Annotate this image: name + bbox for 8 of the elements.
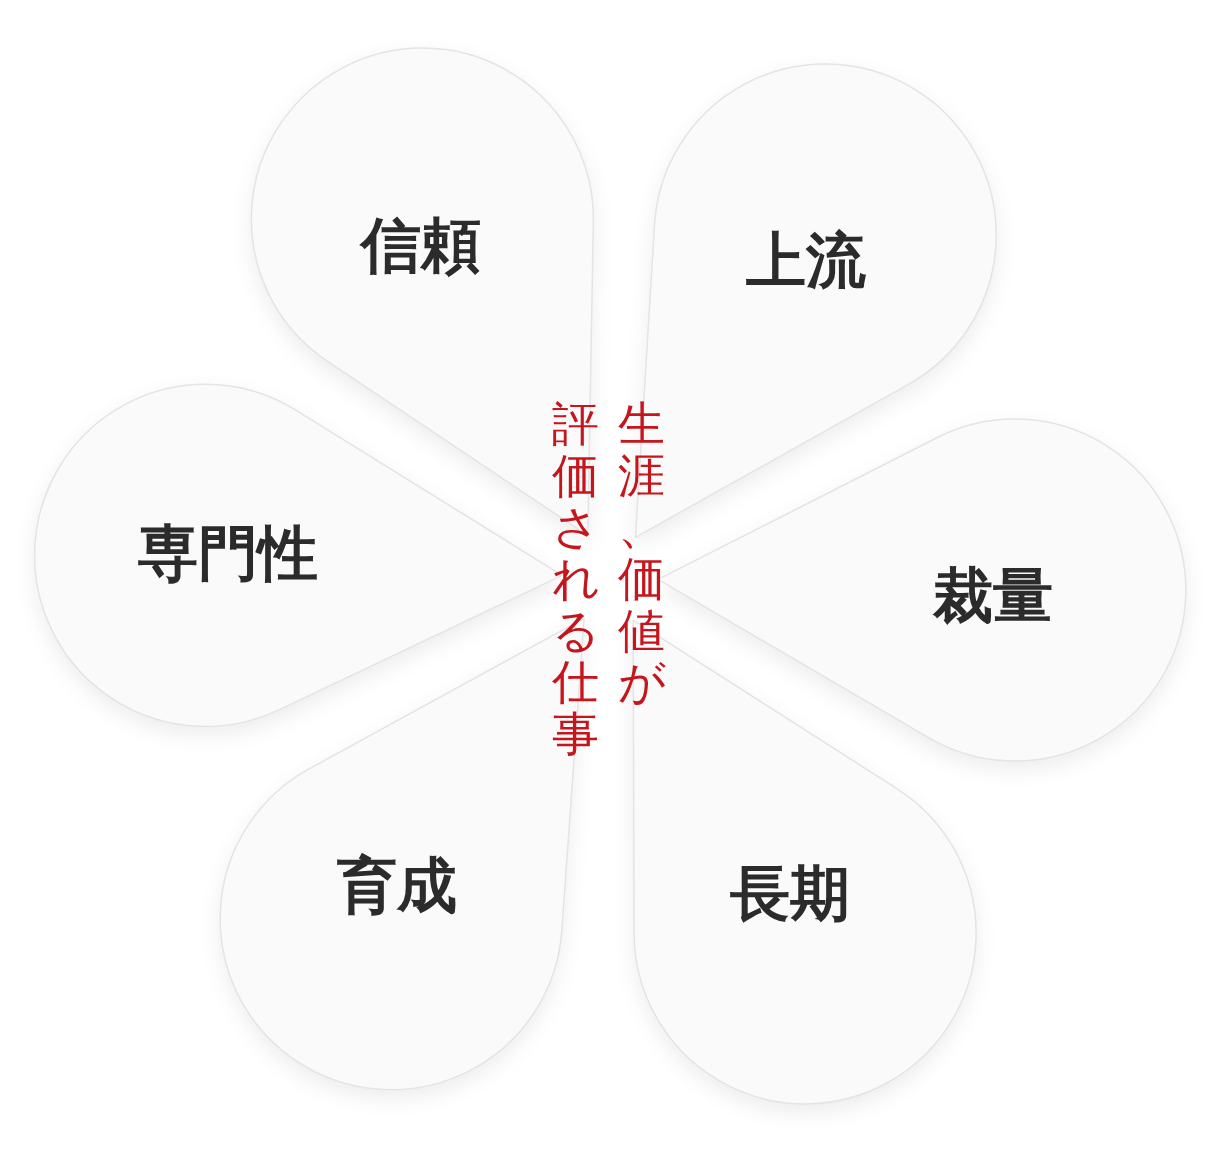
petal-label: 裁量 (933, 565, 1053, 625)
petal-label: 長期 (730, 863, 850, 923)
vertical-tagline: 生涯、価値が (617, 398, 665, 709)
vertical-tagline: 評価される仕事 (551, 398, 599, 760)
petal-label: 育成 (337, 855, 457, 915)
petal-label: 上流 (746, 230, 866, 290)
petal-label: 専門性 (138, 523, 318, 583)
petal-label: 信頼 (361, 215, 481, 275)
